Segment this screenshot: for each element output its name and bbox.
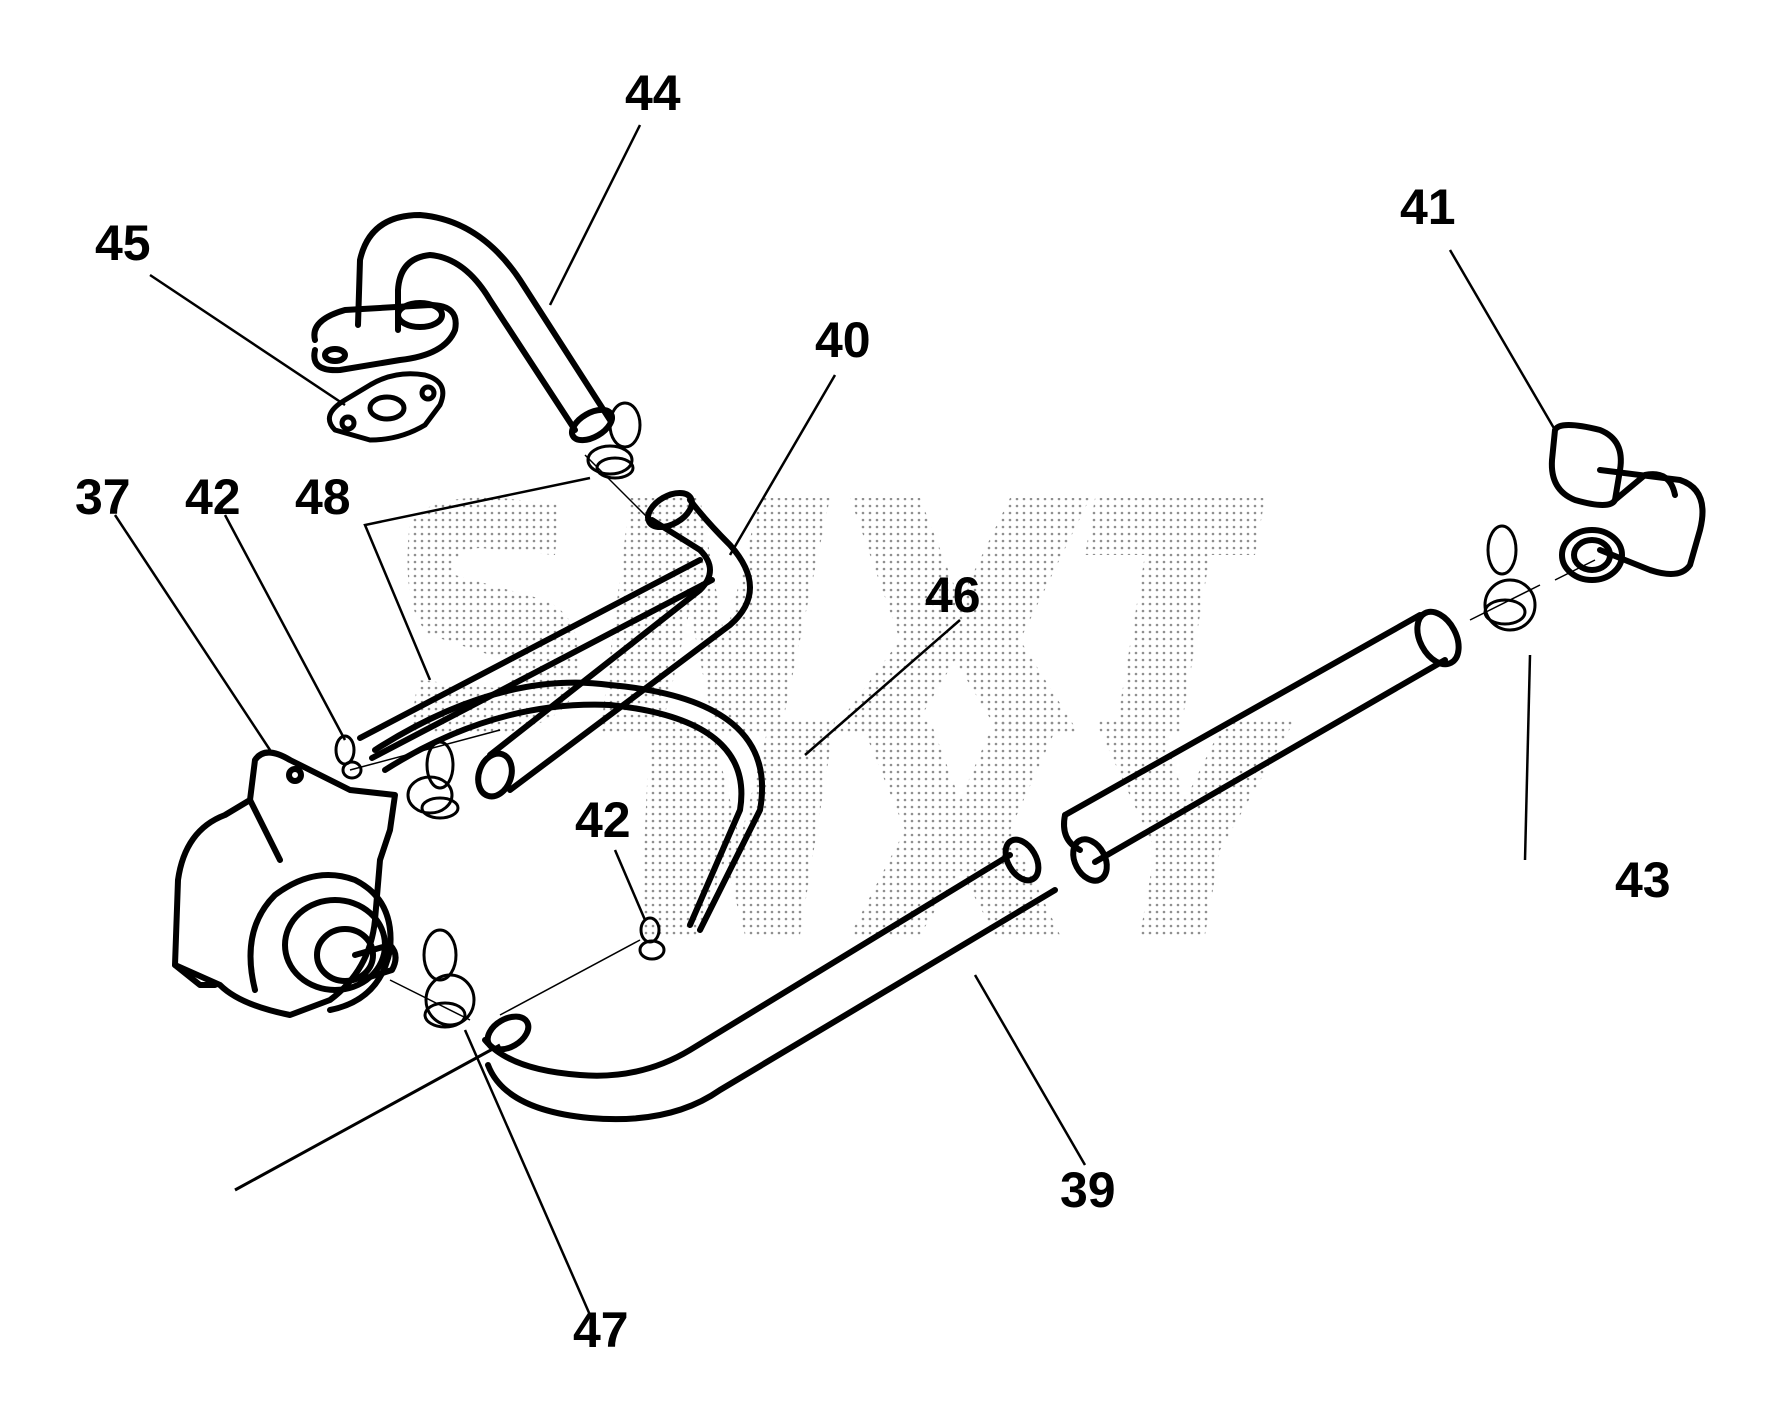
clamp-43 xyxy=(1483,524,1537,632)
callout-48: 48 xyxy=(295,469,351,525)
callout-43: 43 xyxy=(1615,852,1671,908)
part-46-hose xyxy=(357,557,766,933)
callout-42-left: 42 xyxy=(185,469,241,525)
part-44-pipe xyxy=(311,212,615,444)
leader-lines xyxy=(113,124,1557,1316)
clamp-47 xyxy=(422,928,476,1029)
part-39-hose xyxy=(482,836,1058,1123)
callout-40: 40 xyxy=(815,312,871,368)
part-40-hose xyxy=(475,489,753,800)
part-41-fitting xyxy=(1548,422,1706,583)
part-43-hose xyxy=(1061,608,1462,884)
clamp-top-center xyxy=(586,401,642,480)
callout-39: 39 xyxy=(1060,1162,1116,1218)
callout-41: 41 xyxy=(1400,179,1456,235)
callout-45: 45 xyxy=(95,215,151,271)
clamps xyxy=(334,401,1537,1029)
assembly-axis-lines xyxy=(349,454,1596,1021)
part-37-pump xyxy=(172,749,399,1018)
callout-46: 46 xyxy=(925,567,981,623)
clamp-48-left xyxy=(406,740,460,820)
callout-44: 44 xyxy=(625,65,681,121)
ground-line xyxy=(234,1043,501,1192)
clamp-42-center xyxy=(638,916,666,961)
callout-37: 37 xyxy=(75,469,131,525)
part-45-gasket xyxy=(326,371,446,443)
callout-42-center: 42 xyxy=(575,792,631,848)
clamp-42-left xyxy=(334,734,363,780)
callout-47: 47 xyxy=(573,1302,629,1358)
